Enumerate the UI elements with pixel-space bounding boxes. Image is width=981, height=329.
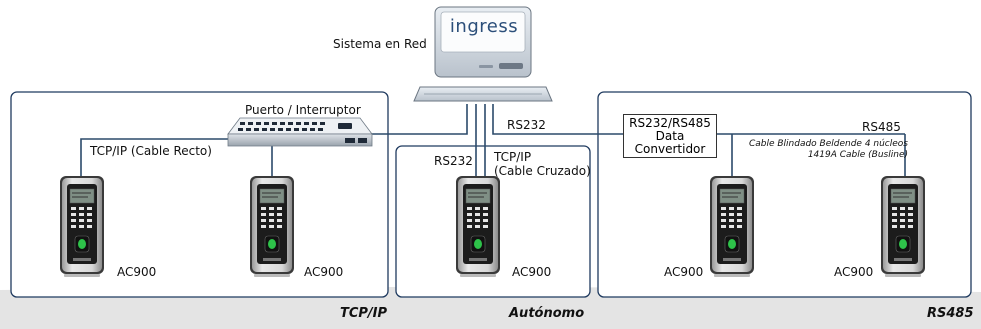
switch-label: Puerto / Interruptor [245, 103, 361, 117]
tcpip-cross-label-1: TCP/IP [494, 150, 532, 164]
ingress-logo: ingress [443, 16, 525, 37]
converter-line-3: Convertidor [634, 142, 706, 156]
ac900-device-2 [249, 175, 295, 278]
switch [227, 117, 373, 147]
ac900-device-5 [880, 175, 926, 278]
ingress-logo-text: ingress [449, 16, 519, 37]
keyboard [413, 86, 553, 102]
device-label-5: AC900 [834, 265, 874, 279]
cable-note-1: Cable Blindado Beldende 4 núcleos [748, 139, 908, 149]
rs232-mid-label: RS232 [434, 154, 473, 168]
converter-line-1: RS232/RS485 [629, 116, 711, 130]
computer [434, 6, 532, 78]
section-title-rs485: RS485 [927, 306, 974, 321]
ac900-device-1 [59, 175, 105, 278]
converter-line-2: Data [655, 129, 685, 143]
cable-note-2: 1419A Cable (Busline) [807, 150, 908, 160]
device-label-4: AC900 [664, 265, 704, 279]
tcpip-cable-label: TCP/IP (Cable Recto) [90, 144, 212, 158]
tcpip-cross-label-2: (Cable Cruzado) [494, 164, 591, 178]
rs232-top-label: RS232 [507, 118, 546, 132]
rs485-label: RS485 [862, 120, 901, 134]
wires [80, 104, 906, 176]
device-label-3: AC900 [512, 265, 552, 279]
device-label-1: AC900 [117, 265, 157, 279]
device-label-2: AC900 [304, 265, 344, 279]
converter-box: RS232/RS485 Data Convertidor [623, 114, 717, 158]
computer-label: Sistema en Red [333, 37, 427, 51]
ac900-device-4 [709, 175, 755, 278]
ac900-device-3 [455, 175, 501, 278]
section-title-autonomo: Autónomo [509, 306, 585, 321]
section-title-tcpip: TCP/IP [340, 306, 388, 321]
